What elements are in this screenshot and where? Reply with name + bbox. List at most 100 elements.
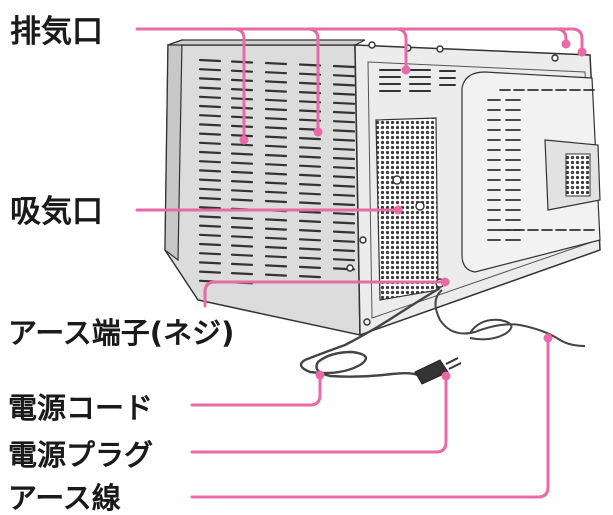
- vent-slot: [198, 252, 222, 256]
- vent-slot: [230, 134, 254, 138]
- side-panel: [164, 44, 361, 336]
- vent-slot: [332, 92, 356, 96]
- vent-slot: [230, 161, 254, 165]
- label-intake: 吸気口: [10, 194, 103, 230]
- vent-slot: [198, 187, 222, 191]
- leader-lines: [135, 27, 584, 499]
- vent-slot: [230, 106, 254, 110]
- vent-slot: [198, 150, 222, 155]
- vent-slot: [264, 172, 288, 176]
- vent-slot: [332, 212, 356, 216]
- vent-slot: [230, 198, 254, 202]
- vent-slot: [198, 86, 222, 90]
- vent-slot: [298, 229, 322, 233]
- power-cord: [299, 286, 441, 378]
- vent-slot: [332, 239, 356, 243]
- vent-slot: [264, 273, 288, 277]
- ground-wire: [434, 289, 586, 347]
- vent-slot: [264, 135, 288, 139]
- vent-slot: [298, 210, 322, 214]
- vent-slot: [332, 221, 356, 225]
- vent-slot: [230, 216, 254, 220]
- vent-slot: [230, 272, 254, 276]
- vent-slot: [264, 227, 288, 231]
- vent-slot: [198, 206, 222, 210]
- label-power-cord: 電源コード: [8, 391, 153, 425]
- vent-slot: [198, 233, 222, 237]
- vent-slot: [298, 173, 322, 177]
- leader-power-plug: [190, 374, 448, 454]
- vent-slot: [198, 242, 222, 247]
- vent-slot: [198, 132, 222, 136]
- vent-slot: [264, 153, 288, 158]
- vent-slot: [298, 265, 322, 269]
- vent-slot: [230, 189, 254, 193]
- vent-slot: [264, 117, 288, 121]
- recess-vents: [487, 89, 595, 241]
- vent-slot: [298, 164, 322, 168]
- vent-slot: [298, 247, 322, 251]
- vent-slot: [264, 98, 288, 102]
- microwave-illustration: [164, 39, 601, 385]
- vent-slot: [332, 184, 356, 188]
- leader-ground-terminal: [203, 280, 447, 308]
- vent-slot: [264, 89, 288, 93]
- vent-slot: [332, 147, 356, 151]
- vent-slot: [230, 170, 254, 174]
- leader-exhaust-c: [394, 27, 408, 72]
- vent-slot: [298, 155, 322, 159]
- vent-slot: [198, 224, 222, 228]
- vent-slot: [230, 180, 254, 184]
- vent-slot: [332, 248, 356, 253]
- vent-slot: [198, 95, 222, 99]
- vent-slot: [230, 152, 254, 156]
- rear-box-mesh: [565, 153, 591, 197]
- vent-slot: [198, 261, 222, 265]
- vent-slot: [198, 178, 222, 182]
- vent-slot: [332, 230, 356, 234]
- vent-slot: [230, 235, 254, 239]
- vent-slot: [230, 253, 254, 257]
- vent-slot: [264, 264, 288, 268]
- vent-slot: [198, 160, 222, 164]
- vent-slot: [198, 58, 222, 63]
- vent-slot: [264, 107, 288, 112]
- leader-dots: [239, 39, 587, 381]
- vent-slot: [264, 245, 288, 250]
- vent-slot: [332, 110, 356, 115]
- leader-exhaust-b: [306, 27, 320, 134]
- vent-slot: [198, 270, 222, 274]
- vent-slot: [332, 156, 356, 161]
- vent-slot: [264, 126, 288, 130]
- vent-slot: [332, 129, 356, 133]
- vent-slot: [230, 97, 254, 101]
- vent-slot: [264, 199, 288, 204]
- vent-slot: [298, 256, 322, 260]
- vent-slot: [230, 226, 254, 230]
- vent-slot: [332, 202, 356, 207]
- vent-slot: [230, 143, 254, 147]
- vent-slot: [298, 183, 322, 187]
- vent-slot: [198, 114, 222, 118]
- vent-slot: [332, 258, 356, 262]
- vent-slot: [332, 101, 356, 105]
- vent-slot: [264, 163, 288, 167]
- top-panel: [167, 39, 366, 46]
- vent-slot: [264, 71, 288, 75]
- vent-slot: [264, 255, 288, 259]
- vent-slot: [298, 192, 322, 196]
- vent-slot: [298, 238, 322, 242]
- leader-exhaust-d: [554, 27, 568, 44]
- vent-slot: [332, 166, 356, 170]
- vent-slot: [264, 181, 288, 185]
- power-plug: [414, 357, 462, 385]
- leader-exhaust-a: [232, 27, 246, 142]
- vent-slot: [298, 146, 322, 150]
- vent-slot: [332, 120, 356, 124]
- vent-slot: [230, 262, 254, 266]
- vent-slot: [230, 87, 254, 92]
- vent-slot: [198, 68, 222, 72]
- label-ground-wire: アース線: [8, 481, 121, 515]
- vent-slot: [298, 201, 322, 205]
